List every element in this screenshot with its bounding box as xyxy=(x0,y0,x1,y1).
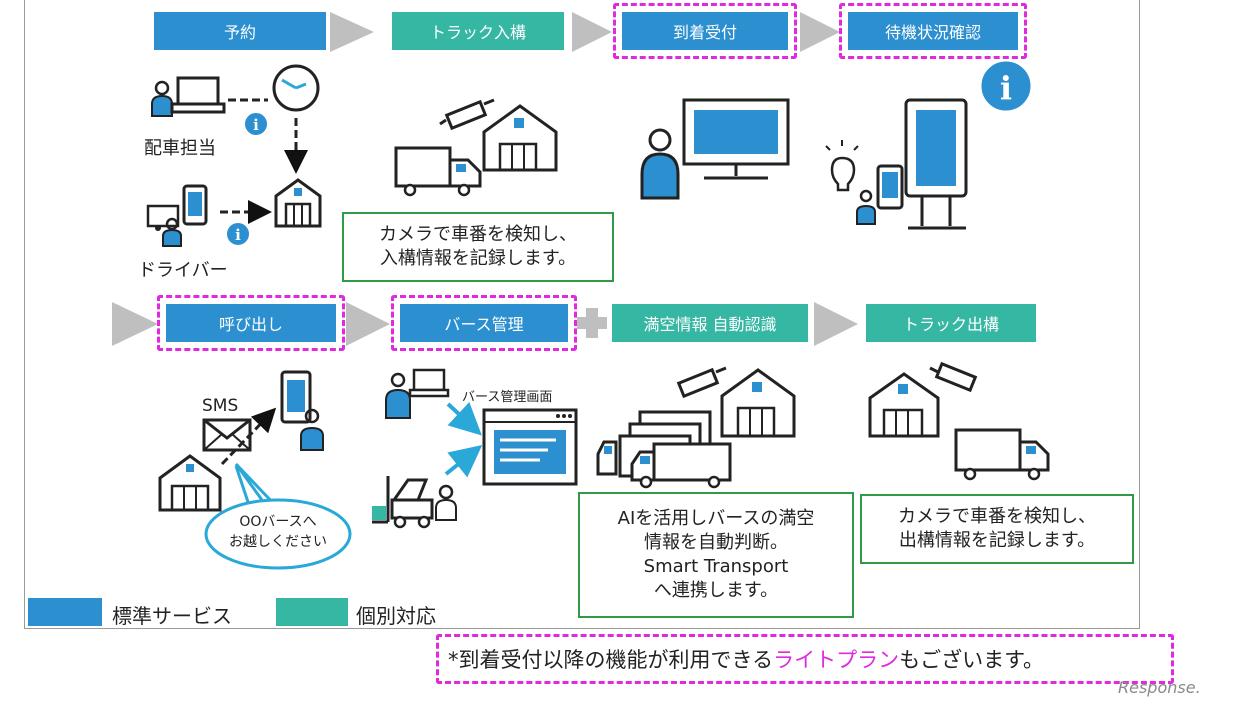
footnote-prefix: *到着受付以降の機能が利用できる xyxy=(448,648,774,672)
step-reservation: 予約 xyxy=(154,12,326,50)
note-line: 出構情報を記録します。 xyxy=(898,530,1096,551)
smartphone-icon xyxy=(182,184,208,226)
chevron-arrow-icon xyxy=(800,12,840,52)
person-icon xyxy=(435,484,457,521)
warehouse-icon xyxy=(274,178,322,228)
envelope-icon xyxy=(202,418,252,452)
step-truck-exit: トラック出構 xyxy=(866,304,1036,342)
entry-note: カメラで車番を検知し、 入構情報を記録します。 xyxy=(342,212,614,282)
highlight-frame xyxy=(839,3,1027,59)
person-icon xyxy=(300,408,324,451)
bubble-line: OOバースへ xyxy=(239,514,317,530)
note-line: Smart Transport xyxy=(643,556,789,577)
forklift-icon xyxy=(372,476,434,529)
person-icon xyxy=(385,372,411,419)
chevron-arrow-icon xyxy=(330,12,374,52)
legend-swatch-custom xyxy=(276,598,348,626)
person-icon xyxy=(640,128,680,200)
dashed-arrow xyxy=(220,407,277,466)
plus-icon xyxy=(577,308,607,338)
svg-text:i: i xyxy=(1000,69,1012,107)
smartphone-icon xyxy=(876,164,904,210)
highlight-frame xyxy=(613,3,797,59)
lightbulb-icon xyxy=(825,140,859,192)
speech-bubble xyxy=(204,462,352,570)
person-icon xyxy=(151,80,173,117)
smartphone-icon xyxy=(280,370,312,424)
ai-note: AIを活用しバースの満空 情報を自動判断。 Smart Transport へ連… xyxy=(578,492,854,618)
legend-swatch-standard xyxy=(28,598,102,626)
note-line: カメラで車番を検知し、 xyxy=(379,224,577,245)
clock-icon xyxy=(272,64,320,112)
footnote: *到着受付以降の機能が利用できるライトプランもございます。 xyxy=(448,644,1044,674)
step-truck-entry: トラック入構 xyxy=(392,12,564,50)
arrow-to-screen xyxy=(446,401,482,436)
legend-custom-label: 個別対応 xyxy=(356,604,436,628)
camera-icon xyxy=(929,361,978,393)
step-waiting-status: 待機状況確認 xyxy=(848,12,1018,50)
warehouse-icon xyxy=(720,368,796,438)
laptop-icon xyxy=(170,76,226,114)
highlight-frame xyxy=(391,295,577,351)
note-line: へ連携します。 xyxy=(653,580,779,601)
person-icon xyxy=(162,217,182,247)
info-icon: i xyxy=(225,221,251,247)
sms-label: SMS xyxy=(202,396,239,416)
step-auto-recognition: 満空情報 自動認識 xyxy=(612,304,808,342)
dispatcher-label: 配車担当 xyxy=(144,138,216,159)
chevron-arrow-icon xyxy=(346,302,390,346)
person-icon xyxy=(856,189,876,225)
footnote-frame xyxy=(436,634,1174,684)
watermark: Response. xyxy=(1118,678,1201,697)
legend-standard-label: 標準サービス xyxy=(112,604,232,628)
warehouse-icon xyxy=(158,454,222,512)
highlight-frame xyxy=(157,295,345,351)
driver-label: ドライバー xyxy=(138,260,228,281)
chevron-arrow-icon xyxy=(112,302,158,346)
note-line: AIを活用しバースの満空 xyxy=(617,508,815,529)
kiosk-icon xyxy=(904,98,968,230)
note-line: 入構情報を記録します。 xyxy=(379,248,577,269)
step-arrival-reception: 到着受付 xyxy=(622,12,788,50)
bubble-text: OOバースへ お越しください xyxy=(218,512,338,552)
chevron-arrow-icon xyxy=(814,302,858,346)
exit-note: カメラで車番を検知し、 出構情報を記録します。 xyxy=(860,494,1134,564)
footnote-suffix: もございます。 xyxy=(899,648,1044,672)
warehouse-icon xyxy=(482,104,558,172)
svg-text:i: i xyxy=(235,226,241,244)
camera-icon xyxy=(676,366,727,399)
bubble-line: お越しください xyxy=(229,534,327,550)
chevron-arrow-icon xyxy=(572,12,612,52)
arrow-to-screen xyxy=(444,445,483,478)
note-line: 情報を自動判断。 xyxy=(644,532,788,553)
camera-icon xyxy=(439,98,495,131)
footnote-highlight: ライトプラン xyxy=(773,648,900,672)
step-berth-management: バース管理 xyxy=(400,304,568,342)
laptop-icon xyxy=(408,368,450,398)
berth-screen-label: バース管理画面 xyxy=(462,390,553,405)
truck-small-icon xyxy=(146,204,180,231)
step-call: 呼び出し xyxy=(166,304,336,342)
svg-text:i: i xyxy=(253,116,259,134)
note-line: カメラで車番を検知し、 xyxy=(898,506,1096,527)
warehouse-icon xyxy=(868,372,940,438)
berth-screen-icon xyxy=(482,408,578,486)
info-icon: i xyxy=(243,111,269,137)
info-icon: i xyxy=(978,58,1034,114)
truck-icon xyxy=(954,428,1050,481)
truck-icon xyxy=(394,146,482,197)
monitor-icon xyxy=(682,98,790,180)
truck-fleet-icon xyxy=(596,410,732,489)
